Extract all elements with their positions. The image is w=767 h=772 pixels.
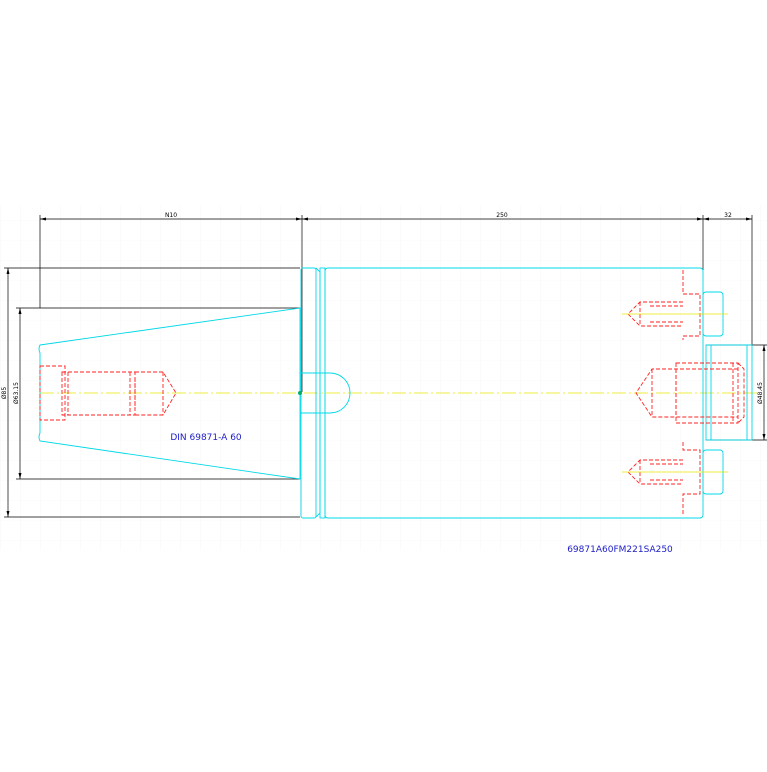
dim-text-top-right: 32 — [724, 212, 732, 219]
grid-background — [0, 205, 767, 550]
standard-label: DIN 69871-A 60 — [170, 433, 242, 443]
top-screw-head — [682, 270, 701, 340]
tool-body-outline — [38, 267, 753, 519]
bottom-screw-shank — [627, 459, 683, 485]
screw-centerlines — [622, 313, 728, 473]
drive-slot — [300, 372, 351, 414]
dim-text-left-inner: Ø63.15 — [13, 382, 20, 404]
center-bore — [635, 368, 738, 418]
shank-drill-tip — [135, 371, 177, 416]
taper-shank — [38, 307, 301, 480]
shank-counterbore — [39, 365, 66, 421]
center-bore-counterbore — [675, 362, 739, 424]
hidden-features — [39, 270, 745, 516]
shank-thread-outer — [61, 371, 136, 416]
bottom-screw-head — [682, 442, 701, 516]
dimension-arrows — [6, 217, 766, 517]
dim-text-left-outer: Ø85 — [1, 387, 8, 400]
dim-text-top-mid: 250 — [496, 212, 508, 219]
top-screw-shank — [627, 301, 683, 327]
main-body — [324, 267, 704, 519]
origin-marker — [298, 391, 302, 395]
part-number-label: 69871A60FM221SA250 — [567, 545, 673, 555]
dim-text-right: Ø48.45 — [757, 382, 764, 404]
dim-text-top-left: N10 — [165, 212, 177, 219]
nose-face — [705, 344, 753, 441]
